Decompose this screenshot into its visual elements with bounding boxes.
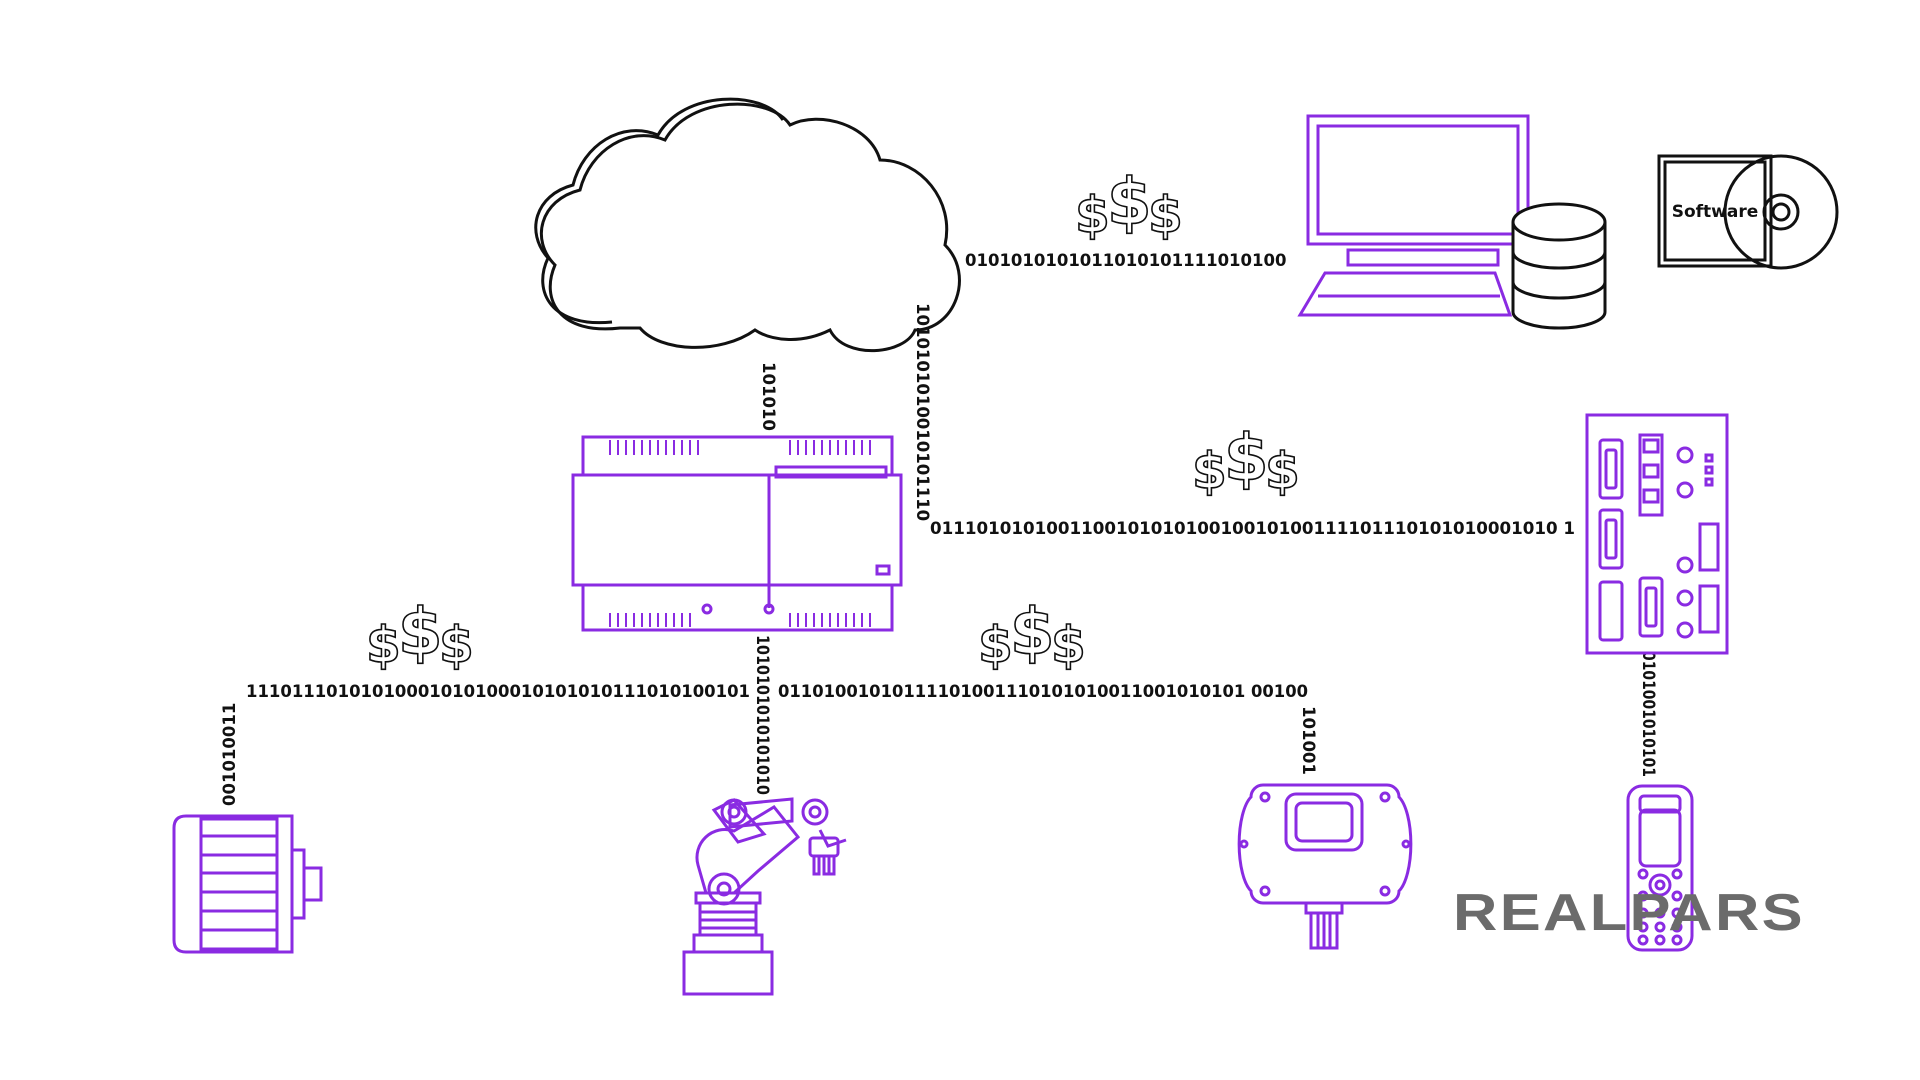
dollar-icon: $ xyxy=(1265,442,1300,500)
dollar-icon: $ xyxy=(1148,186,1183,244)
dollar-icon: $ xyxy=(978,616,1013,674)
dollar-group-left: $ $ $ xyxy=(365,595,474,675)
dollar-group-mid: $ $ $ xyxy=(1191,421,1300,501)
dollar-icon: $ xyxy=(366,616,401,674)
gateway-icon xyxy=(571,435,903,632)
software-box-icon: Software xyxy=(1657,154,1839,270)
dollar-icon: $ xyxy=(398,596,443,670)
bits-gateway-plc: 0111010101001100101010100100101001111011… xyxy=(930,519,1575,538)
cloud-icon xyxy=(534,97,961,353)
handheld-icon xyxy=(1626,784,1694,952)
dollar-group-top: $ $ $ xyxy=(1074,165,1183,245)
sensor-icon xyxy=(1237,783,1413,950)
bits-cloud-gateway: 101010 xyxy=(759,362,778,431)
bits-left-bus: 1110111010101000101010001010101011101010… xyxy=(246,682,750,701)
bits-gateway-down: 1010101010101010 xyxy=(753,635,772,795)
motor-icon xyxy=(172,814,323,954)
plc-icon xyxy=(1585,413,1729,655)
realpars-logo: REALPARS xyxy=(1453,884,1805,942)
bits-right-bus: 0110100101011110100111010101001100101010… xyxy=(778,682,1308,701)
computer-icon xyxy=(1297,114,1530,317)
dollar-icon: $ xyxy=(1010,596,1055,670)
dollar-group-right: $ $ $ xyxy=(977,595,1086,675)
software-label: Software xyxy=(1672,202,1759,222)
robot-arm-icon xyxy=(682,797,847,996)
bits-sensor: 101001 xyxy=(1299,706,1318,775)
bits-cloud-plc: 1010101010010101110 xyxy=(913,303,932,521)
cd-icon xyxy=(1723,154,1839,270)
dollar-icon: $ xyxy=(1075,186,1110,244)
bits-cloud-computer: 0101010101011010101111010100 xyxy=(965,251,1286,270)
dollar-icon: $ xyxy=(1107,166,1152,240)
bits-plc-handheld: 0101001010101 xyxy=(1639,651,1658,777)
dollar-icon: $ xyxy=(1224,422,1269,496)
bits-motor: 001010011 xyxy=(220,703,239,806)
dollar-icon: $ xyxy=(439,616,474,674)
dollar-icon: $ xyxy=(1192,442,1227,500)
database-icon xyxy=(1511,202,1607,330)
dollar-icon: $ xyxy=(1051,616,1086,674)
